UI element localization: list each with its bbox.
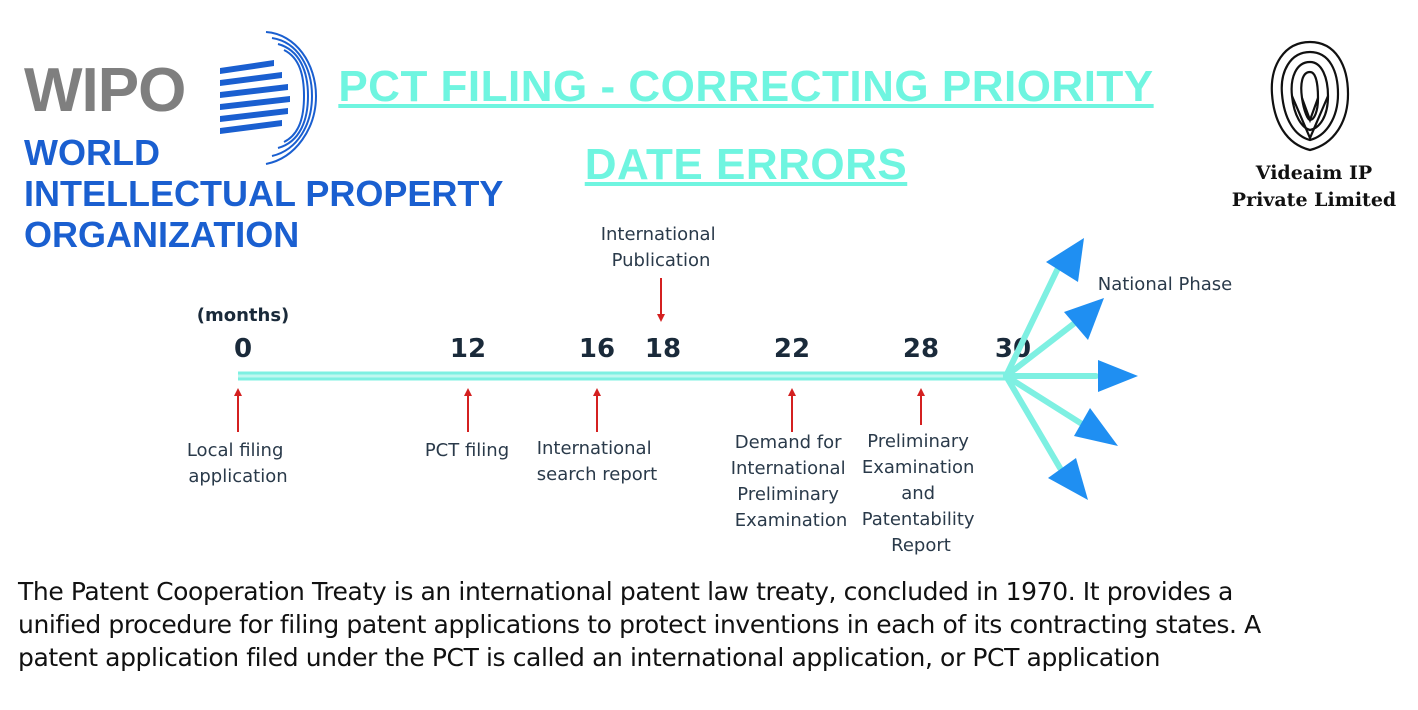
milestone-label-line: International <box>731 458 846 479</box>
phase-arrowhead <box>1098 360 1138 392</box>
wipo-name-line: WORLD <box>24 132 160 173</box>
pct-timeline-diagram: (months) 0 12 16 18 22 28 30 Local filin… <box>187 224 1232 556</box>
phase-arrowhead <box>1074 408 1118 446</box>
firm-name-line: Private Limited <box>1231 189 1397 211</box>
milestone-label-line: International <box>537 438 652 459</box>
phase-arrowhead <box>1046 238 1084 282</box>
milestone-label: Local filing application <box>187 440 289 487</box>
milestone-label: International Publication <box>601 224 722 271</box>
wipo-name-line: INTELLECTUAL PROPERTY <box>24 173 504 214</box>
month-number: 22 <box>774 334 810 364</box>
wipo-globe-icon <box>220 31 318 165</box>
firm-name: Videaim IP Private Limited <box>1222 160 1406 214</box>
milestone-label-line: PCT filing <box>425 440 509 461</box>
milestone-label: Demand for International Preliminary Exa… <box>731 432 852 531</box>
month-number: 16 <box>579 334 615 364</box>
wipo-logo-word: WIPO <box>24 56 186 125</box>
description-line: patent application filed under the PCT i… <box>18 643 1161 672</box>
description-line: The Patent Cooperation Treaty is an inte… <box>18 577 1233 606</box>
milestone-label-line: application <box>188 466 287 487</box>
milestone-label-line: Publication <box>612 250 711 271</box>
firm-name-line: Videaim IP <box>1255 162 1373 184</box>
fingerprint-icon <box>1270 40 1350 152</box>
wipo-name-line: ORGANIZATION <box>24 214 300 255</box>
wipo-organization-name: WORLD INTELLECTUAL PROPERTY ORGANIZATION <box>24 132 503 255</box>
milestone-label-line: Demand for <box>735 432 842 453</box>
month-number: 12 <box>450 334 486 364</box>
milestone-label-line: Local filing <box>187 440 284 461</box>
milestone-label: PCT filing <box>425 440 509 461</box>
month-number: 28 <box>903 334 939 364</box>
milestone-label-line: and <box>901 483 935 504</box>
month-number: 0 <box>234 334 252 364</box>
milestone-label-line: Examination <box>862 457 975 478</box>
description-line: unified procedure for filing patent appl… <box>18 610 1261 639</box>
milestone-label: Preliminary Examination and Patentabilit… <box>862 431 981 556</box>
phase-branch <box>1003 319 1079 379</box>
timeline-unit-label: (months) <box>197 305 290 326</box>
milestone-label-line: Examination <box>735 510 848 531</box>
milestone-label-line: search report <box>537 464 658 485</box>
milestone-label-line: Preliminary <box>867 431 969 452</box>
milestone-label-line: International <box>601 224 716 245</box>
milestone-label: International search report <box>537 438 658 485</box>
pct-description: The Patent Cooperation Treaty is an inte… <box>18 575 1413 674</box>
milestone-label-line: Report <box>891 535 951 556</box>
page-title-line-1: PCT FILING - CORRECTING PRIORITY <box>338 62 1154 111</box>
milestone-label-line: Preliminary <box>737 484 839 505</box>
national-phase-branches <box>1003 261 1099 471</box>
page-title-line-2: DATE ERRORS <box>584 140 908 189</box>
phase-branch <box>1003 373 1085 427</box>
milestone-label-line: Patentability <box>862 509 975 530</box>
national-phase-arrowheads <box>1046 238 1138 500</box>
phase-arrowhead <box>1064 298 1104 340</box>
phase-arrowhead <box>1048 458 1088 500</box>
national-phase-label: National Phase <box>1098 274 1232 295</box>
phase-branch <box>1003 373 1063 471</box>
phase-branch <box>1003 261 1063 379</box>
month-number: 18 <box>645 334 681 364</box>
